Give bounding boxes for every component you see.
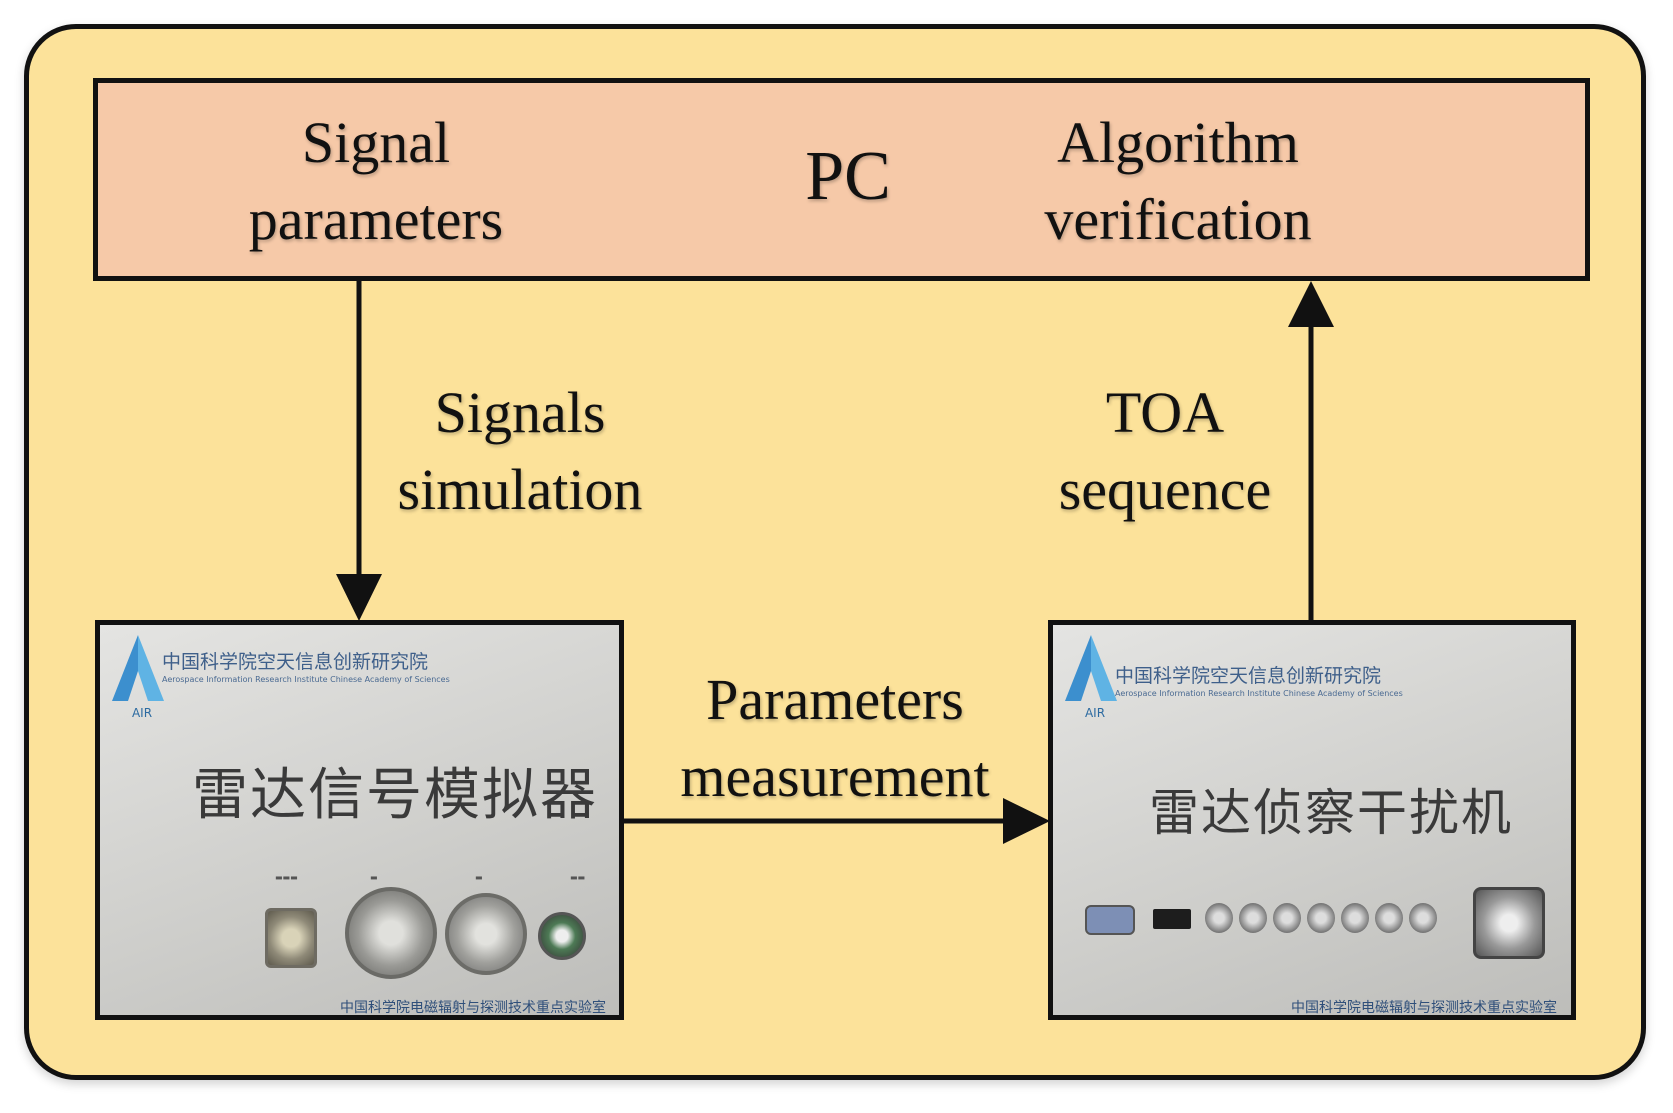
radar-signal-simulator-photo: AIR 中国科学院空天信息创新研究院 Aerospace Information…	[95, 620, 624, 1020]
sma-connector-icon	[1375, 903, 1403, 933]
pc-signal-parameters-label: Signal parameters	[216, 105, 536, 258]
pc-algorithm-verification-label: Algorithm verification	[998, 105, 1358, 258]
pc-right-line-2: verification	[1044, 186, 1312, 252]
round-connector-icon	[345, 887, 437, 979]
signals-simulation-line-2: simulation	[397, 456, 643, 522]
parameters-measurement-label: Parameters measurement	[640, 662, 1030, 815]
power-switch-icon	[538, 912, 586, 960]
parameters-measurement-line-2: measurement	[680, 743, 990, 809]
round-connector-icon	[445, 893, 527, 975]
air-logo-text: AIR	[1085, 706, 1105, 720]
toa-sequence-label: TOA sequence	[1020, 375, 1310, 528]
jammer-footer: 中国科学院电磁辐射与探测技术重点实验室	[1291, 1000, 1557, 1016]
port-label: ▬▬	[570, 873, 586, 882]
sma-connector-icon	[1205, 903, 1233, 933]
pc-right-line-1: Algorithm	[1057, 110, 1299, 175]
simulator-institute-en: Aerospace Information Research Institute…	[162, 675, 450, 684]
air-logo-text: AIR	[132, 706, 152, 720]
n-type-connector-icon	[265, 908, 317, 968]
signals-simulation-arrowhead	[336, 574, 382, 621]
radar-reconnaissance-jammer-photo: AIR 中国科学院空天信息创新研究院 Aerospace Information…	[1048, 620, 1576, 1020]
port-label: ▬	[475, 873, 483, 882]
pc-box: Signal parameters PC Algorithm verificat…	[93, 78, 1590, 281]
signals-simulation-label: Signals simulation	[360, 375, 680, 528]
simulator-device-title: 雷达信号模拟器	[192, 763, 598, 828]
parameters-measurement-arrowhead	[1003, 798, 1050, 844]
sma-connector-icon	[1239, 903, 1267, 933]
power-connector-icon	[1473, 887, 1545, 959]
sma-connector-icon	[1273, 903, 1301, 933]
simulator-institute-cn: 中国科学院空天信息创新研究院	[162, 651, 429, 673]
jammer-institute-cn: 中国科学院空天信息创新研究院	[1115, 665, 1382, 687]
pc-left-line-2: parameters	[248, 186, 504, 252]
pc-title: PC	[805, 138, 891, 215]
sma-connector-icon	[1341, 903, 1369, 933]
toa-sequence-line-1: TOA	[1105, 380, 1225, 445]
air-logo-icon: AIR	[1065, 635, 1117, 720]
sma-connector-icon	[1307, 903, 1335, 933]
port-label: ▬	[370, 873, 378, 882]
jammer-institute-en: Aerospace Information Research Institute…	[1115, 689, 1403, 698]
port-label: ▬▬▬	[275, 873, 298, 882]
sma-connector-icon	[1409, 903, 1437, 933]
signals-simulation-line-1: Signals	[434, 380, 606, 445]
pc-left-line-1: Signal	[301, 110, 451, 175]
simulator-footer: 中国科学院电磁辐射与探测技术重点实验室	[340, 1000, 606, 1016]
air-logo-icon: AIR	[112, 635, 164, 720]
jammer-device-title: 雷达侦察干扰机	[1149, 784, 1513, 842]
toa-sequence-arrowhead	[1288, 281, 1334, 327]
parameters-measurement-line-1: Parameters	[706, 667, 964, 732]
usb-port-icon	[1153, 909, 1191, 929]
db9-serial-port-icon	[1085, 905, 1135, 935]
toa-sequence-line-2: sequence	[1058, 456, 1272, 522]
